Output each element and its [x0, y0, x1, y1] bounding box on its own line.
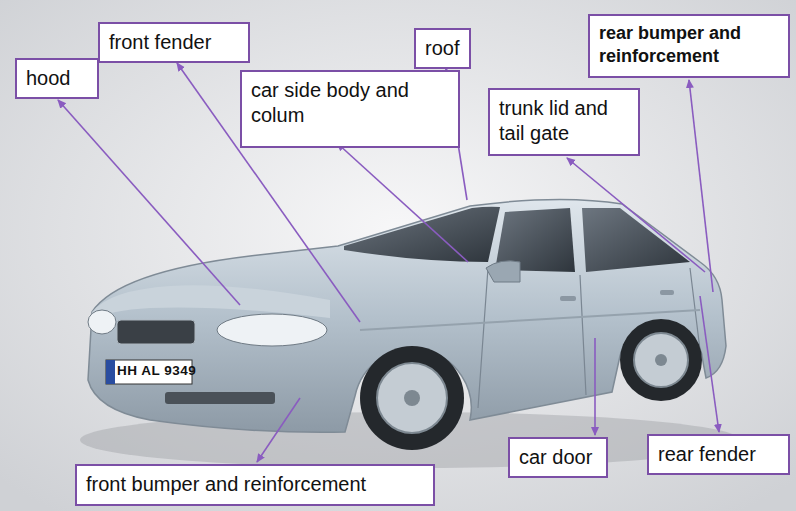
callout-box: rear bumper and reinforcement: [588, 14, 790, 78]
callout-box: hood: [15, 58, 99, 99]
callout-box: front fender: [98, 22, 250, 63]
callout-box: car door: [508, 437, 608, 478]
grille: [117, 320, 195, 344]
headlight: [217, 314, 327, 346]
leader-line: [700, 296, 719, 432]
leader-line: [257, 398, 300, 462]
callout-box: front bumper and reinforcement: [75, 464, 435, 506]
leader-line: [594, 338, 596, 435]
part-label: front bumper and reinforcement: [86, 472, 366, 497]
door-handle: [660, 290, 674, 295]
windshield: [344, 207, 500, 262]
rear-rim: [634, 333, 688, 387]
leader-line: [337, 143, 468, 262]
leader-lines: [58, 63, 719, 462]
part-label: car side body and colum: [251, 78, 449, 128]
plate-number: HH AL 9349: [117, 363, 196, 378]
part-label: rear bumper and reinforcement: [599, 22, 779, 67]
part-label: rear fender: [658, 442, 756, 467]
side-mirror: [486, 261, 520, 282]
part-label: front fender: [109, 30, 211, 55]
door-seams: [478, 268, 700, 408]
car-body: [88, 199, 726, 432]
headlight: [88, 310, 116, 334]
hood-edge: [92, 285, 330, 320]
callout-box: trunk lid and tail gate: [488, 88, 640, 156]
callout-box: rear fender: [647, 434, 790, 475]
part-label: car door: [519, 445, 592, 470]
rear-tire: [620, 319, 702, 401]
rear-side-window: [582, 208, 690, 272]
leader-line: [567, 158, 705, 272]
callout-box: roof: [414, 28, 471, 69]
plate-band: [106, 360, 115, 384]
leader-line: [689, 80, 713, 292]
front-tire: [360, 346, 464, 450]
hub: [404, 390, 420, 406]
door-handle: [560, 296, 576, 301]
part-label: hood: [26, 66, 71, 91]
part-label: roof: [425, 36, 459, 61]
lower-intake: [165, 392, 275, 404]
front-rim: [377, 363, 447, 433]
callout-box: car side body and colum: [240, 70, 460, 148]
part-label: trunk lid and tail gate: [499, 96, 629, 146]
hub: [655, 354, 667, 366]
leader-line: [58, 100, 240, 305]
